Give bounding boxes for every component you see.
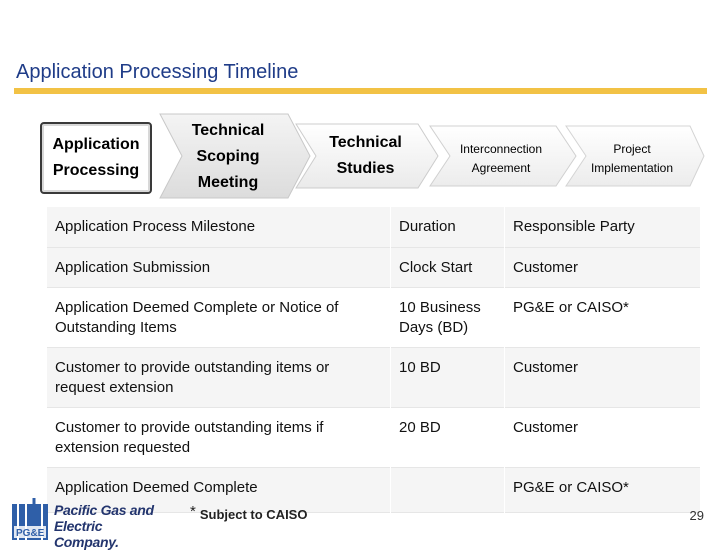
table-header-cell: Responsible Party: [504, 207, 700, 248]
chevron-step-5: [565, 125, 705, 187]
step-label: Implementation: [590, 161, 674, 175]
table-cell: Customer: [504, 347, 700, 408]
step-label: Interconnection: [459, 142, 543, 156]
table-cell: Clock Start: [390, 247, 505, 288]
step-project-implementation: Project Implementation: [568, 132, 696, 186]
milestone-table: Application Process Milestone Duration R…: [47, 207, 700, 513]
svg-text:PG&E: PG&E: [16, 528, 45, 539]
logo-line: Electric Company.: [54, 518, 119, 550]
step-label: Meeting: [197, 174, 259, 191]
step-interconnection-agreement: Interconnection Agreement: [432, 132, 570, 186]
company-logo: PG&E Pacific Gas and Electric Company.: [12, 498, 162, 550]
table-cell: Application Submission: [55, 259, 211, 276]
logo-line: Pacific Gas and: [54, 502, 154, 518]
table-header-row: Application Process Milestone Duration R…: [47, 207, 700, 248]
chevron-step-3: [295, 123, 439, 189]
table-cell: 10 BD: [390, 347, 505, 408]
footnote: *Subject to CAISO: [190, 503, 308, 523]
chevron-step-4: [429, 125, 577, 187]
slide-title: Application Processing Timeline: [16, 61, 299, 83]
table-cell: Customer: [504, 407, 700, 468]
table-cell: Application Deemed Complete: [55, 479, 258, 496]
table-cell: 20 BD: [390, 407, 505, 468]
title-underline: [14, 88, 707, 94]
table-cell: [390, 467, 505, 513]
table-cell: Customer to provide outstanding items if…: [55, 419, 324, 456]
table-header-cell: Duration: [390, 207, 505, 248]
table-row: Customer to provide outstanding items if…: [47, 407, 700, 468]
step-technical-scoping-meeting: Technical Scoping Meeting: [162, 114, 294, 200]
table-cell: Customer to provide outstanding items or…: [55, 359, 330, 396]
table-cell: Application Deemed Complete or Notice of…: [55, 299, 339, 336]
table-row: Application Deemed Complete PG&E or CAIS…: [47, 467, 700, 513]
step-label: Project: [613, 142, 651, 156]
pge-logo-icon: PG&E: [12, 498, 48, 540]
step-label: Application: [52, 136, 140, 153]
step-label: Agreement: [471, 161, 531, 175]
table-cell: PG&E or CAISO*: [504, 467, 700, 513]
footnote-star: *: [190, 503, 196, 520]
table-cell: PG&E or CAISO*: [504, 287, 700, 348]
page-number: 29: [689, 508, 704, 523]
process-steps: Application Processing Technical Scoping…: [0, 112, 720, 202]
step-technical-studies: Technical Studies: [298, 126, 433, 186]
step-label: Studies: [336, 160, 395, 177]
chevron-step-2: [159, 113, 311, 199]
chevron-shapes: [159, 113, 705, 199]
logo-wordmark: Pacific Gas and Electric Company.: [54, 502, 162, 550]
table-row: Application Submission Clock Start Custo…: [47, 247, 700, 288]
step-label: Processing: [52, 162, 140, 179]
step-application-processing: Application Processing: [40, 122, 152, 194]
footnote-text: Subject to CAISO: [199, 507, 308, 522]
step-label: Technical: [329, 134, 402, 151]
step-label: Technical: [191, 122, 265, 139]
table-row: Customer to provide outstanding items or…: [47, 347, 700, 408]
table-header-cell: Application Process Milestone: [55, 218, 256, 235]
step-label: Scoping: [196, 148, 260, 165]
table-cell: 10 Business Days (BD): [390, 287, 505, 348]
table-row: Application Deemed Complete or Notice of…: [47, 287, 700, 348]
table-cell: Customer: [504, 247, 700, 288]
